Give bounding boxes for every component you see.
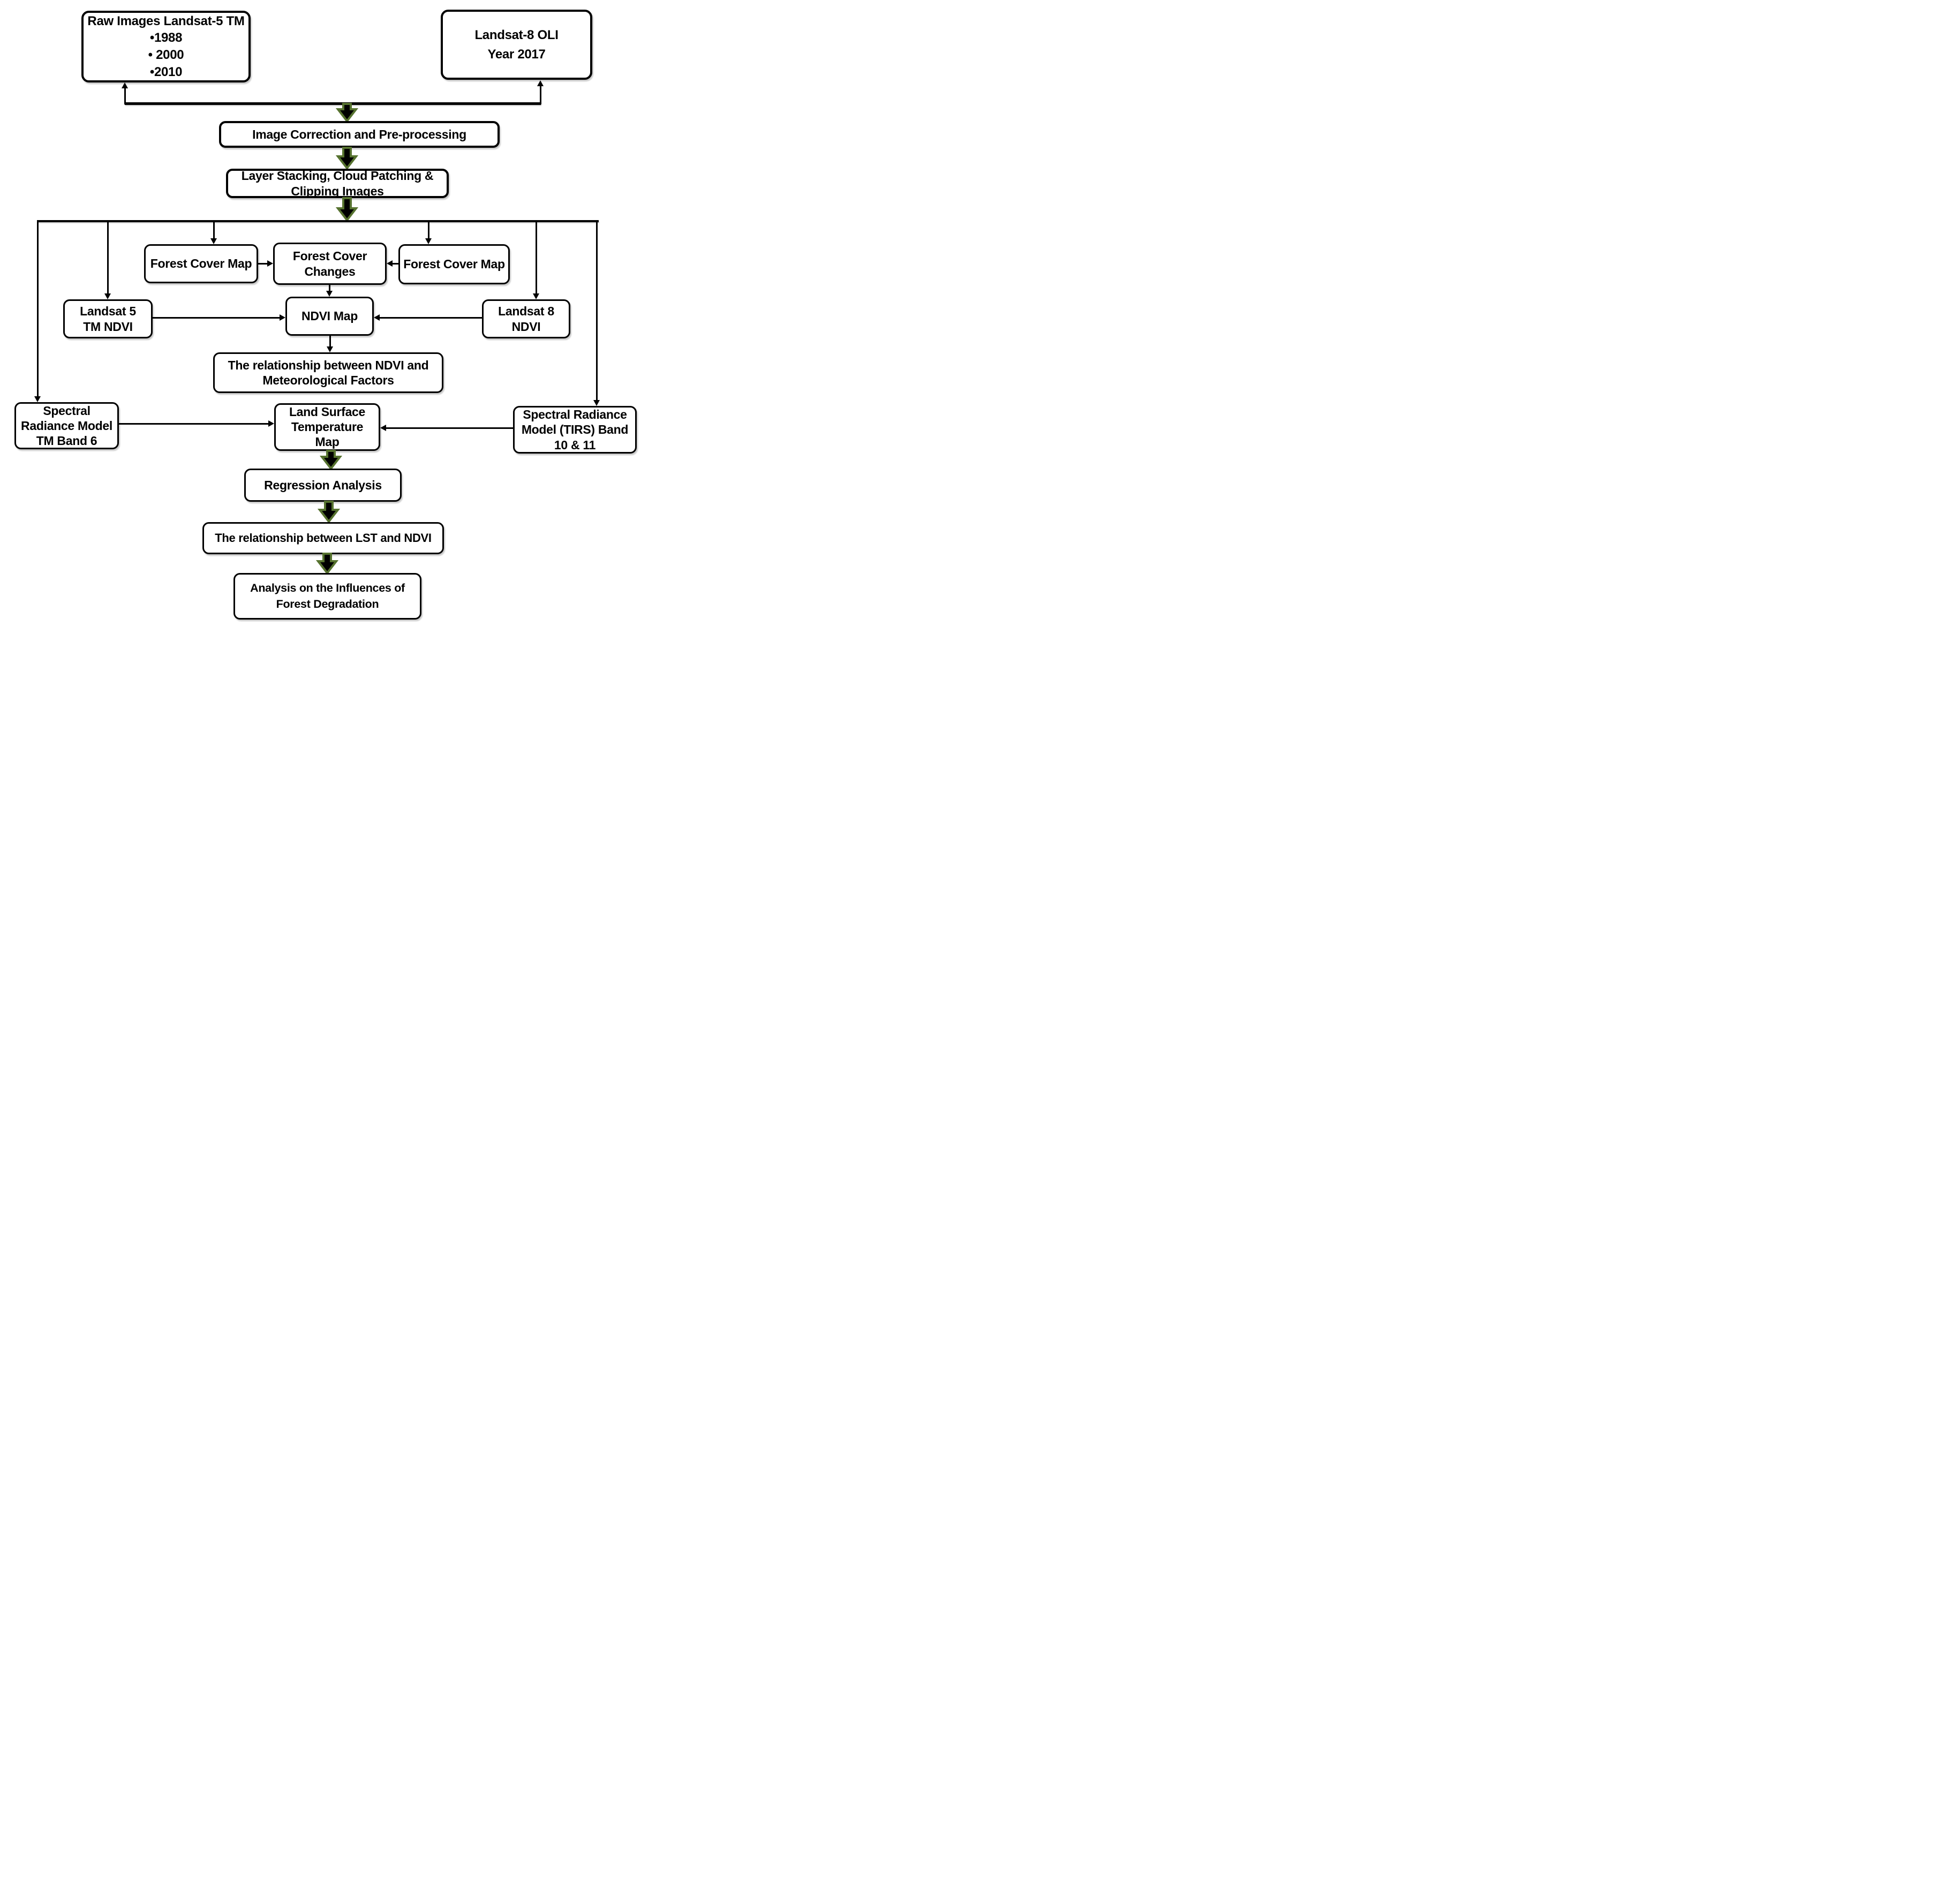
node-regression-analysis: Regression Analysis: [244, 469, 402, 502]
connector-changes-to-ndvimap: [328, 285, 330, 292]
node-layer-stacking: Layer Stacking, Cloud Patching & Clippin…: [226, 169, 449, 198]
branch-drop-line-spectral-tirs: [596, 221, 598, 401]
branch-drop-line-forest-map-right: [427, 221, 429, 239]
node-ndvi-meteorological: The relationship between NDVI and Meteor…: [213, 352, 443, 393]
flow-arrow-down-icon: [319, 450, 342, 470]
node-forest-cover-changes: Forest Cover Changes: [273, 243, 387, 285]
arrowhead-down-icon: [34, 396, 41, 402]
arrowhead-down-icon: [532, 293, 539, 299]
node-image-correction: Image Correction and Pre-processing: [219, 121, 500, 148]
branch-drop-line-spectral-tm: [37, 221, 39, 397]
arrowhead-right-icon: [268, 420, 274, 427]
branch-drop-line-forest-map-left: [213, 221, 215, 239]
connector-fcmap-left-to-changes: [258, 262, 269, 265]
flow-arrow-down-icon: [336, 103, 359, 122]
riser-right-line: [540, 85, 542, 104]
connector-tmband6-to-lstmap: [119, 423, 269, 425]
node-lst-ndvi-relationship: The relationship between LST and NDVI: [202, 522, 444, 554]
node-lst-map-label: Land Surface Temperature Map: [289, 405, 366, 449]
node-landsat8-ndvi-label: Landsat 8 NDVI: [498, 304, 554, 334]
node-raw-images-landsat5-label: Raw Images Landsat-5 TM •1988 • 2000 •20…: [87, 13, 245, 79]
arrowhead-down-icon: [593, 400, 600, 406]
arrowhead-down-icon: [210, 238, 217, 244]
node-spectral-tm-band6-label: Spectral Radiance Model TM Band 6: [21, 403, 112, 448]
node-ndvi-meteorological-label: The relationship between NDVI and Meteor…: [228, 358, 429, 387]
arrowhead-up-icon: [537, 80, 544, 86]
arrowhead-right-icon: [267, 260, 273, 267]
node-ndvi-map-label: NDVI Map: [301, 309, 358, 323]
connector-top-line: [125, 102, 541, 105]
node-spectral-tm-band6: Spectral Radiance Model TM Band 6: [14, 402, 119, 449]
node-landsat8-ndvi: Landsat 8 NDVI: [482, 299, 570, 338]
connector-branch-line: [36, 220, 599, 222]
riser-left-line: [124, 87, 126, 104]
node-forest-cover-changes-label: Forest Cover Changes: [292, 249, 367, 278]
node-forest-cover-map-left: Forest Cover Map: [144, 244, 258, 283]
node-ndvi-map: NDVI Map: [285, 297, 374, 336]
arrowhead-down-icon: [425, 238, 432, 244]
node-layer-stacking-label: Layer Stacking, Cloud Patching & Clippin…: [241, 169, 434, 198]
node-spectral-tirs-band1011-label: Spectral Radiance Model (TIRS) Band 10 &…: [521, 408, 629, 452]
connector-fcmap-right-to-changes: [391, 262, 399, 265]
node-forest-cover-map-left-label: Forest Cover Map: [150, 257, 252, 271]
flowchart-canvas: Raw Images Landsat-5 TM •1988 • 2000 •20…: [0, 0, 653, 629]
connector-landsat5ndvi-to-ndvimap: [153, 316, 281, 319]
flow-arrow-down-icon: [318, 501, 340, 523]
node-landsat5-tm-ndvi: Landsat 5 TM NDVI: [63, 299, 153, 338]
branch-drop-line-landsat5-ndvi: [107, 221, 109, 295]
connector-tirs-to-lstmap: [385, 427, 513, 429]
node-landsat8-oli-label: Landsat-8 OLI Year 2017: [474, 27, 559, 62]
flow-arrow-down-icon: [315, 553, 338, 574]
node-lst-map: Land Surface Temperature Map: [274, 403, 380, 451]
arrowhead-left-icon: [374, 314, 380, 321]
node-forest-cover-map-right-label: Forest Cover Map: [403, 257, 505, 271]
node-forest-cover-map-right: Forest Cover Map: [398, 244, 510, 284]
arrowhead-up-icon: [121, 82, 128, 88]
connector-ndvimap-to-meteo: [329, 336, 331, 348]
branch-drop-line-landsat8-ndvi: [535, 221, 537, 295]
connector-landsat8ndvi-to-ndvimap: [379, 316, 482, 319]
node-lst-ndvi-relationship-label: The relationship between LST and NDVI: [215, 531, 432, 545]
node-raw-images-landsat5: Raw Images Landsat-5 TM •1988 • 2000 •20…: [81, 11, 251, 82]
node-image-correction-label: Image Correction and Pre-processing: [252, 127, 466, 141]
node-landsat5-tm-ndvi-label: Landsat 5 TM NDVI: [80, 304, 136, 334]
arrowhead-down-icon: [327, 346, 334, 352]
arrowhead-down-icon: [326, 291, 333, 297]
node-regression-analysis-label: Regression Analysis: [264, 478, 382, 492]
node-forest-degradation-analysis-label: Analysis on the Influences of Forest Deg…: [250, 582, 405, 610]
arrowhead-down-icon: [104, 293, 111, 299]
arrowhead-left-icon: [386, 260, 393, 267]
flow-arrow-down-icon: [336, 197, 359, 221]
node-landsat8-oli: Landsat-8 OLI Year 2017: [441, 10, 592, 80]
node-forest-degradation-analysis: Analysis on the Influences of Forest Deg…: [233, 573, 421, 620]
node-spectral-tirs-band1011: Spectral Radiance Model (TIRS) Band 10 &…: [513, 406, 637, 454]
arrowhead-left-icon: [380, 425, 386, 431]
arrowhead-right-icon: [280, 314, 285, 321]
flow-arrow-down-icon: [336, 147, 359, 169]
